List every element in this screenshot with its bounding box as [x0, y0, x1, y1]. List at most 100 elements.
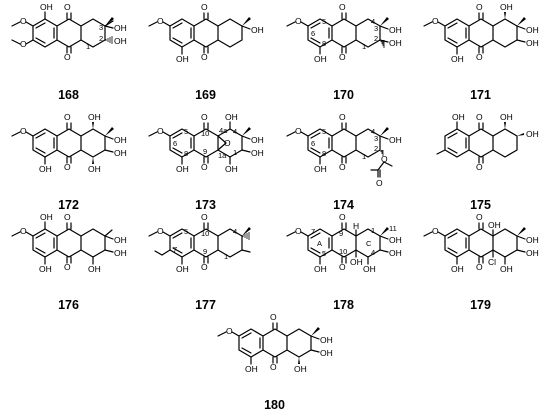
atom-o: O — [476, 162, 483, 172]
atom-o: O — [157, 126, 164, 136]
locant: 4 — [371, 248, 375, 257]
locant: 3 — [374, 134, 378, 143]
atom-oh: OH — [451, 264, 464, 274]
atom-oh: OH — [176, 164, 189, 174]
structure-169: O O O OH OH — [148, 2, 264, 64]
atom-oh: OH — [500, 264, 513, 274]
atom-oh: OH — [500, 2, 513, 12]
atom-o: O — [64, 162, 71, 172]
atom-oh: OH — [314, 264, 327, 274]
atom-oh: OH — [389, 248, 402, 258]
locant: 4 — [233, 227, 237, 236]
atom-o: O — [20, 226, 27, 236]
locant: 9 — [339, 229, 343, 238]
structure-178: O O O H OH OH OH OH OH 7 A C 5 9 10 1 11… — [286, 212, 402, 274]
locant: 1 — [86, 42, 90, 51]
atom-oh: OH — [314, 54, 327, 64]
atom-o: O — [64, 52, 71, 62]
compound-170: O O O OH OH OH 5 6 8 4 3 2 1 170 — [275, 0, 412, 102]
atom-oh: OH — [320, 348, 333, 358]
locant: 10 — [339, 247, 347, 256]
atom-o: O — [64, 112, 71, 122]
atom-o: O — [157, 16, 164, 26]
atom-o: O — [476, 262, 483, 272]
atom-o: O — [339, 2, 346, 12]
structure-172: O O O OH OH OH OH OH — [11, 112, 127, 174]
atom-oh: OH — [245, 364, 258, 374]
atom-o: O — [201, 162, 208, 172]
atom-o: O — [64, 262, 71, 272]
compound-172: O O O OH OH OH OH OH 172 — [0, 110, 137, 212]
locant: 5 — [184, 127, 188, 136]
atom-o: O — [20, 16, 27, 26]
compound-168: O O OH O O OH OH 3 2 1 168 — [0, 0, 137, 102]
compound-171: O O O OH OH OH OH 171 — [412, 0, 549, 102]
atom-o: O — [295, 126, 302, 136]
atom-oh: OH — [363, 264, 376, 274]
compound-178: O O O H OH OH OH OH OH 7 A C 5 9 10 1 11… — [275, 210, 412, 312]
atom-o: O — [201, 52, 208, 62]
locant: 8 — [322, 39, 326, 48]
locant: 3 — [99, 23, 103, 32]
locant: 4a — [219, 126, 228, 135]
atom-oh: OH — [88, 264, 101, 274]
atom-oh: OH — [88, 112, 101, 122]
locant: 6 — [311, 29, 315, 38]
atom-o: O — [270, 362, 277, 372]
compound-177: O O O OH 5 7 10 9 4 1 177 — [137, 210, 274, 312]
atom-o: O — [20, 39, 27, 49]
atom-o: O — [432, 226, 439, 236]
atom-o: O — [476, 212, 483, 222]
atom-o: O — [157, 226, 164, 236]
atom-oh: OH — [225, 112, 238, 122]
atom-o: O — [201, 212, 208, 222]
atom-o: O — [339, 112, 346, 122]
atom-oh: OH — [251, 148, 264, 158]
ring-label: C — [366, 239, 372, 248]
atom-oh: OH — [320, 335, 333, 345]
atom-oh: OH — [389, 135, 402, 145]
locant: 8 — [322, 149, 326, 158]
compound-id: 175 — [470, 198, 491, 212]
atom-o: O — [201, 262, 208, 272]
atom-h: H — [353, 221, 359, 231]
structure-170: O O O OH OH OH 5 6 8 4 3 2 1 — [286, 2, 402, 64]
compound-id: 172 — [58, 198, 79, 212]
locant: 7 — [311, 227, 315, 236]
locant: 4 — [371, 127, 375, 136]
compound-179: O O O OH OH OH OH Cl OH 179 — [412, 210, 549, 312]
atom-oh: OH — [114, 235, 127, 245]
atom-oh: OH — [40, 212, 53, 222]
atom-o: O — [201, 112, 208, 122]
locant: 1 — [224, 252, 228, 261]
compound-id: 180 — [264, 398, 285, 412]
structure-179: O O O OH OH OH OH Cl OH — [423, 212, 539, 274]
atom-o: O — [476, 52, 483, 62]
compound-id: 173 — [195, 198, 216, 212]
locant: 5 — [322, 17, 326, 26]
structure-173: O O O OH OH OH OH O OH 5 6 8 10 9 4a 4 1… — [148, 112, 264, 174]
compound-id: 177 — [195, 298, 216, 312]
compound-176: O O O OH OH OH OH OH 176 — [0, 210, 137, 312]
atom-o-epoxide: O — [224, 138, 231, 148]
atom-o: O — [226, 326, 233, 336]
compound-id: 168 — [58, 88, 79, 102]
atom-o: O — [20, 126, 27, 136]
atom-o: O — [201, 2, 208, 12]
compound-175: O O OH OH OH 175 — [412, 110, 549, 212]
atom-o: O — [432, 16, 439, 26]
locant: 6 — [311, 139, 315, 148]
locant: 5 — [322, 249, 326, 258]
atom-oh: OH — [526, 25, 539, 35]
atom-oh: OH — [251, 135, 264, 145]
atom-oh: OH — [114, 36, 127, 46]
atom-oh: OH — [251, 25, 264, 35]
locant: 5 — [184, 227, 188, 236]
atom-o: O — [295, 226, 302, 236]
locant: 2 — [99, 34, 103, 43]
locant: 2 — [374, 144, 378, 153]
locant: 7 — [173, 245, 177, 254]
atom-oh: OH — [176, 54, 189, 64]
locant: 1 — [371, 226, 375, 235]
atom-oh: OH — [526, 248, 539, 258]
